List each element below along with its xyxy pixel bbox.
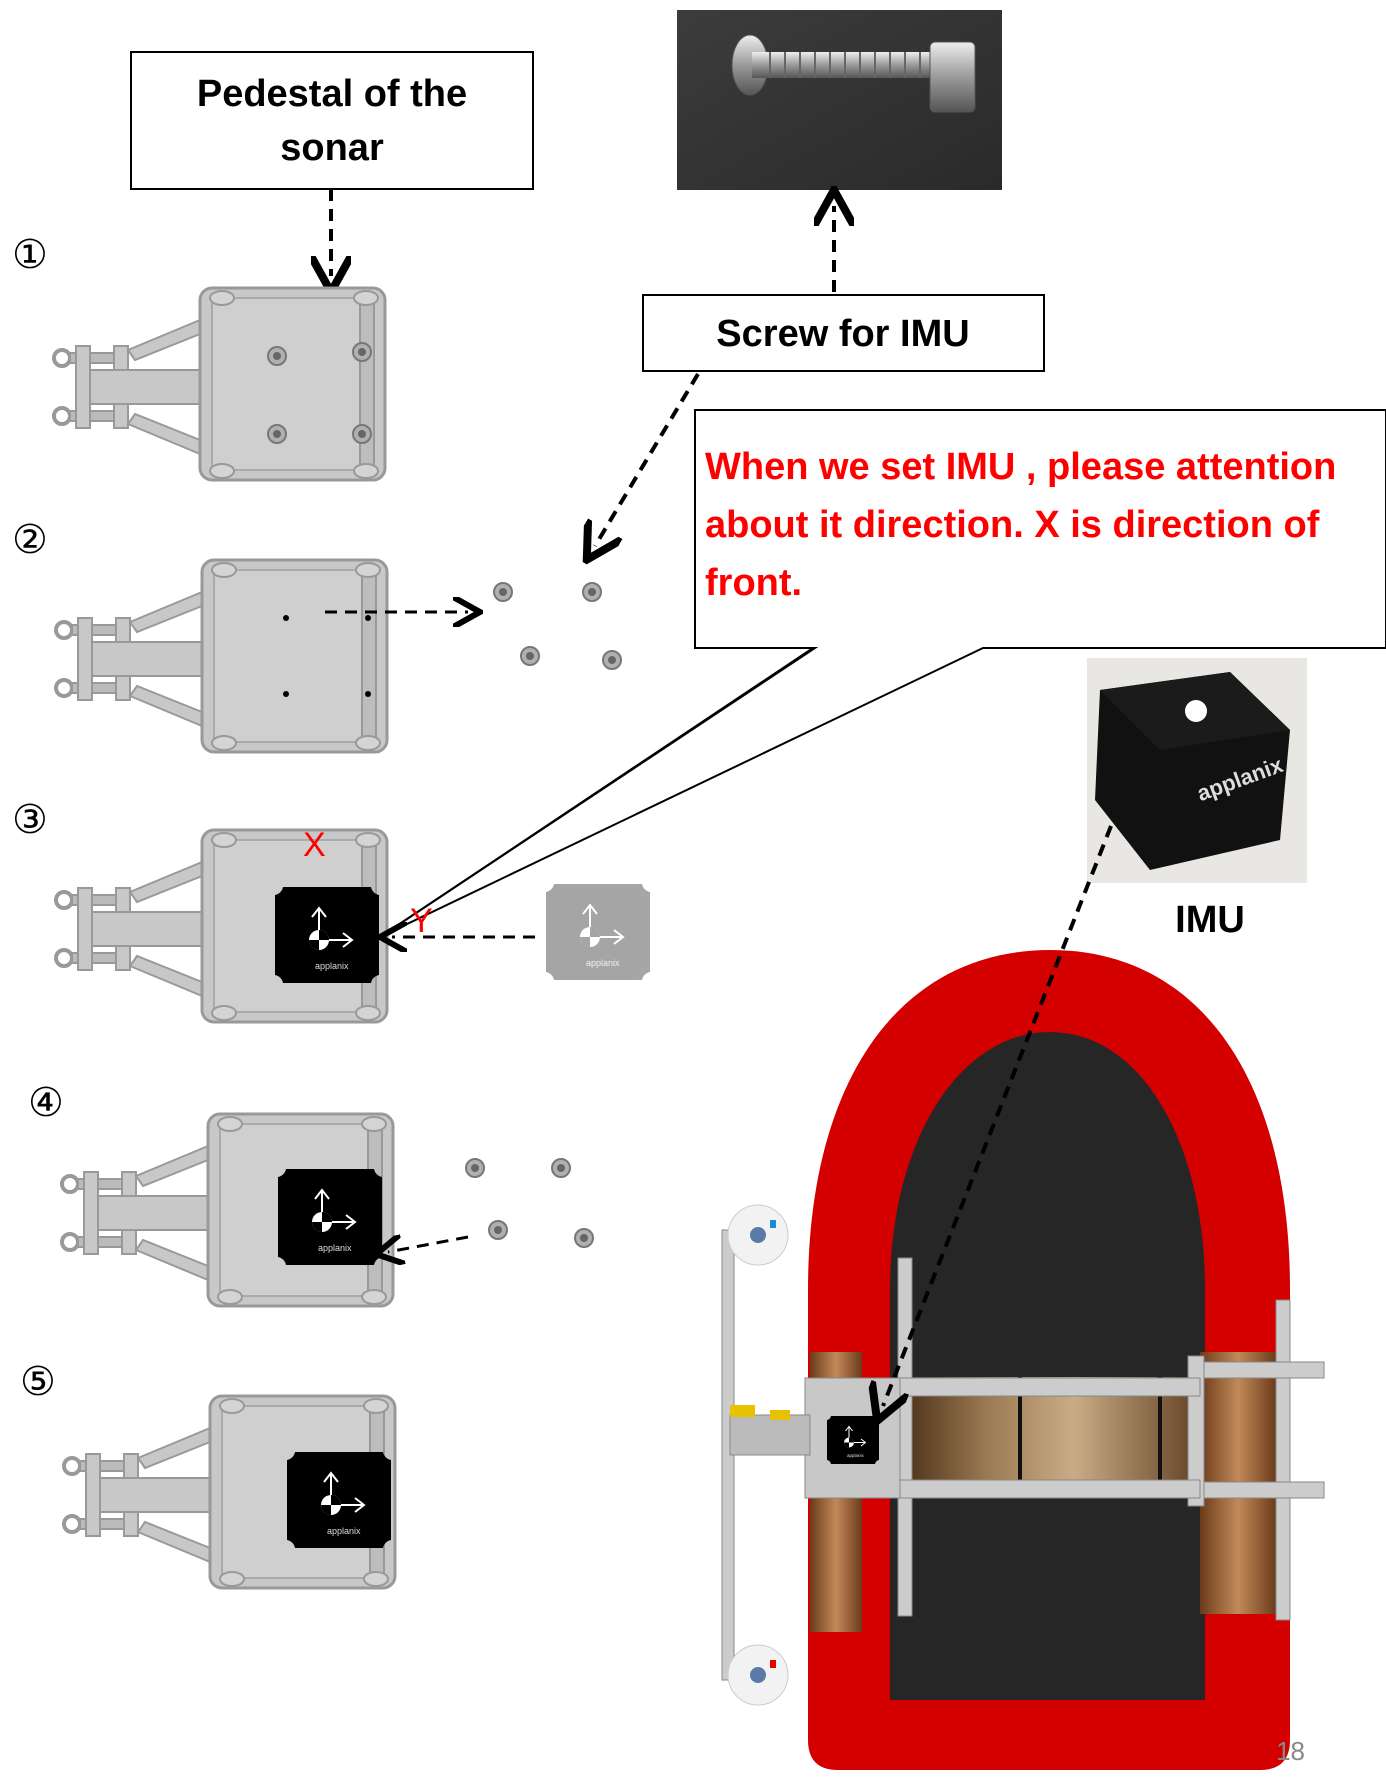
imu-to-boat-arrow: [883, 825, 1113, 1406]
screw-label: Screw for IMU: [716, 313, 969, 355]
boat-illustration: [721, 950, 1325, 1770]
note-callout: [379, 409, 1386, 938]
step-2-loose-bolts: [493, 582, 622, 670]
step-5-marker: ⑤: [20, 1360, 56, 1404]
note-text: When we set IMU , please attention about…: [705, 446, 1337, 604]
step-3-imu: [274, 886, 380, 984]
pedestal-label-box: [130, 51, 534, 190]
imu-label: IMU: [1175, 899, 1245, 941]
step-4-bolts: [465, 1158, 594, 1248]
callout-pointer: [379, 647, 814, 938]
step-2-marker: ②: [12, 518, 48, 562]
pedestal-label: Pedestal of the sonar: [196, 72, 468, 169]
imu-photo: applanix: [1087, 658, 1307, 883]
step-1-pedestal: [52, 286, 387, 482]
screw-photo: [677, 10, 1002, 190]
step-3-marker: ③: [12, 798, 48, 842]
step-4-arrow: [388, 1237, 469, 1252]
axis-y-label: Y: [410, 902, 433, 940]
page-number: 18: [1276, 1736, 1305, 1766]
step-5-imu: [286, 1451, 392, 1549]
step-3-imu-ghost: [545, 883, 651, 981]
step-4-imu: [277, 1168, 383, 1266]
screw-to-bolts-arrow: [595, 372, 700, 546]
axis-x-label: X: [303, 826, 326, 864]
screw-label-box: [642, 294, 1045, 372]
step-4-marker: ④: [28, 1081, 64, 1125]
step-2-pedestal: [54, 558, 389, 754]
step-1-marker: ①: [12, 233, 48, 277]
